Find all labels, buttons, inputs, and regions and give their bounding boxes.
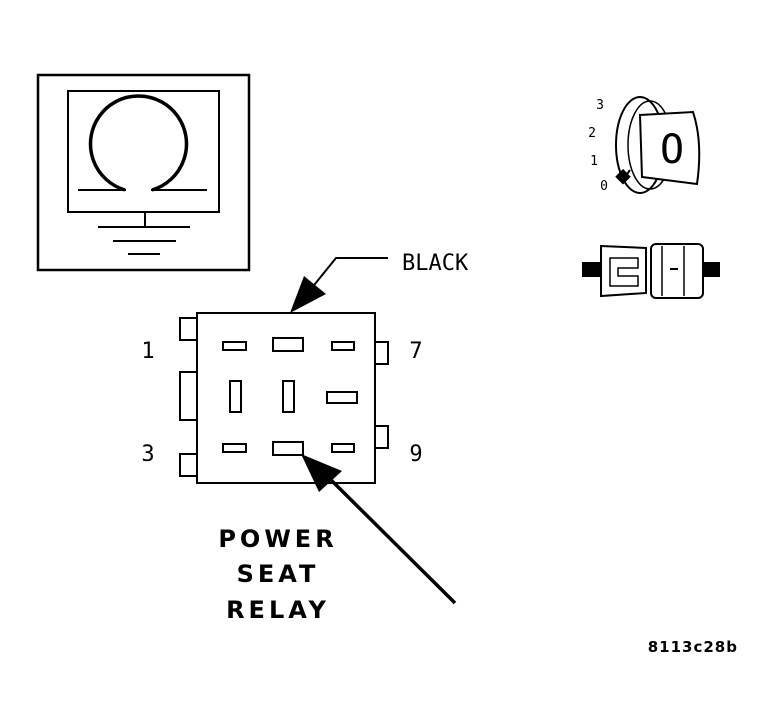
component-title-line-3: RELAY (226, 596, 330, 624)
terminal-6 (326, 391, 358, 404)
pin-label-1: 1 (141, 339, 154, 364)
key-letter: O (660, 127, 684, 173)
terminal-5 (282, 380, 295, 413)
relay-terminals (222, 337, 358, 456)
ignition-position-2: 2 (588, 126, 596, 141)
disconnected-connector-icon (582, 243, 720, 299)
component-title-line-1: POWER (218, 525, 337, 553)
ground-symbol-icon (98, 212, 190, 255)
terminal-1 (222, 341, 247, 351)
ignition-position-0: 0 (600, 179, 608, 194)
pin-label-9: 9 (409, 442, 422, 467)
terminal-4 (229, 380, 242, 413)
terminal-3 (222, 443, 247, 453)
ohmmeter-icon (36, 73, 251, 272)
component-title-line-2: SEAT (237, 560, 320, 588)
terminal-2 (272, 337, 304, 352)
relay-pointer-arrow (301, 454, 457, 605)
ignition-position-3: 3 (596, 98, 604, 113)
figure-id: 8113c28b (648, 638, 738, 656)
terminal-9 (331, 443, 355, 453)
black-wire-leader (290, 257, 388, 313)
pin-label-7: 7 (409, 339, 422, 364)
pin-label-3: 3 (141, 442, 154, 467)
ignition-position-1: 1 (590, 154, 598, 169)
wire-color-label: BLACK (402, 251, 469, 276)
terminal-8 (272, 441, 304, 456)
ignition-key-icon (615, 96, 701, 194)
terminal-7 (331, 341, 355, 351)
